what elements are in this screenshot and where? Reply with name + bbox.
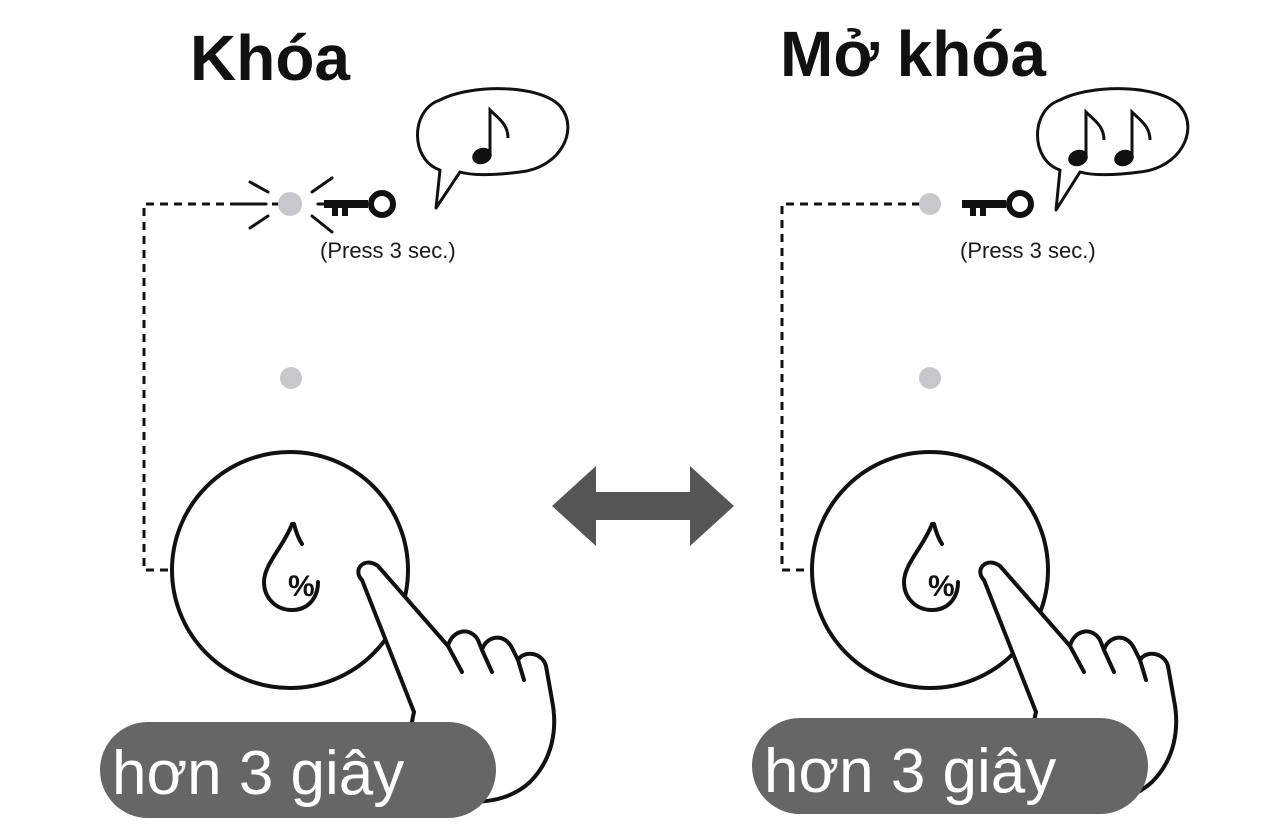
status-led-2 [919, 367, 941, 389]
lock-panel: Khóa (Press 3 sec.) [100, 22, 570, 818]
duration-badge-unlock-label: hơn 3 giây [764, 737, 1056, 806]
duration-badge-lock-label: hơn 3 giây [112, 739, 404, 808]
lock-title: Khóa [190, 22, 350, 94]
speech-bubble-double [1036, 87, 1190, 212]
music-note-icon [472, 106, 510, 165]
press-hint-lock: (Press 3 sec.) [320, 238, 456, 263]
unlock-title: Mở khóa [780, 18, 1046, 90]
duration-badge-lock [100, 722, 496, 818]
unlock-dashed-connector [780, 202, 920, 572]
led-indicator-off [919, 193, 941, 215]
double-music-note-icon [1068, 108, 1152, 167]
status-led-2 [280, 367, 302, 389]
blinking-led-indicator [236, 176, 340, 234]
duration-badge-unlock [752, 718, 1148, 814]
key-icon [962, 193, 1031, 216]
press-hint-unlock: (Press 3 sec.) [960, 238, 1096, 263]
unlock-panel: Mở khóa (Press 3 sec.) hơn 3 giây [752, 18, 1190, 814]
key-icon [324, 193, 393, 216]
speech-bubble-single [416, 87, 570, 210]
double-arrow-icon [552, 466, 734, 546]
